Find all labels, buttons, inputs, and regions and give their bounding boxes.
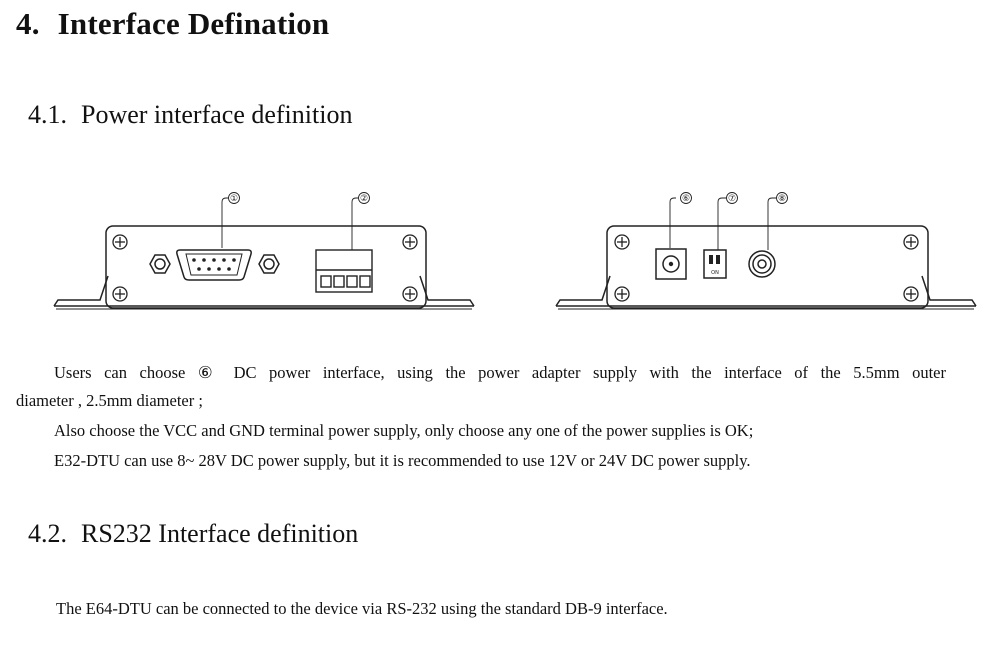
main-heading: 4. Interface Defination [16,6,329,42]
section-number: 4.2. [28,519,67,548]
main-heading-text: Interface Defination [57,6,330,41]
callout-7: ⑦ [728,194,736,204]
db9-pins [192,258,236,271]
section-title: Power interface definition [81,100,353,129]
left-device-panel [53,225,475,310]
callout-2: ② [360,194,368,204]
power-paragraph-3: E32-DTU can use 8~ 28V DC power supply, … [54,451,751,470]
callout-1: ① [230,194,238,204]
main-heading-number: 4. [16,6,40,41]
power-paragraph-1-line-2: diameter , 2.5mm diameter ; [16,391,203,410]
dip-switch-levers [709,255,720,264]
right-device-panel [555,225,977,310]
dc-jack-pin [668,261,674,267]
device-panels-diagram: ① ② ON ⑥ ⑦ ⑧ [53,192,977,310]
power-paragraph-1-line-1: Users can choose ⑥ DC power interface, u… [54,363,946,382]
rs232-paragraph: The E64-DTU can be connected to the devi… [56,599,668,618]
section-heading-power: 4.1. Power interface definition [28,100,352,130]
power-paragraph-2: Also choose the VCC and GND terminal pow… [54,421,754,440]
section-number: 4.1. [28,100,67,129]
callout-6: ⑥ [682,194,690,204]
callout-8: ⑧ [778,194,786,204]
section-heading-rs232: 4.2. RS232 Interface definition [28,519,358,549]
section-title: RS232 Interface definition [81,519,359,548]
dip-switch-label: ON [711,270,719,276]
terminal-block [315,249,373,293]
